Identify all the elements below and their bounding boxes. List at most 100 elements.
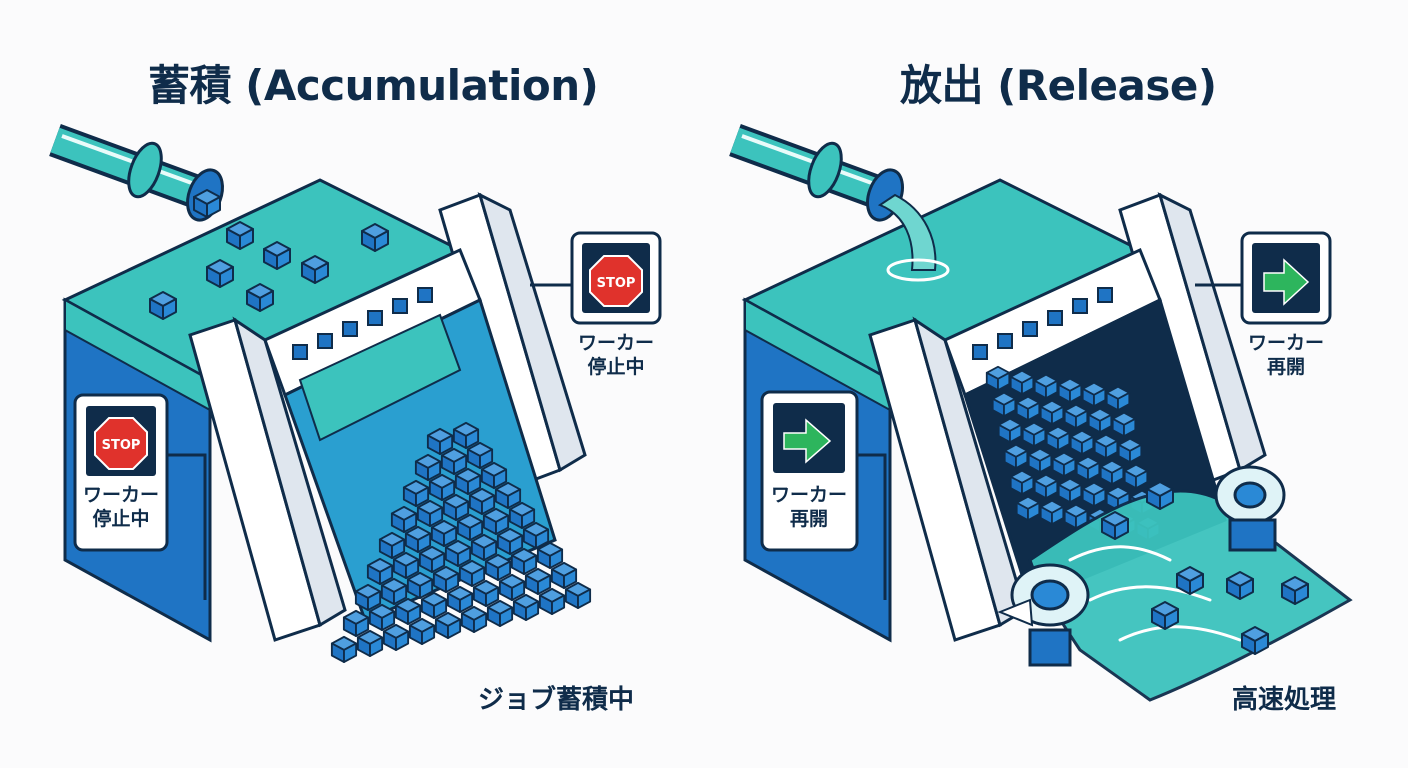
job-box-icon: [446, 585, 474, 613]
job-box-icon: [1151, 601, 1179, 630]
right-panel-art: [729, 124, 1353, 702]
job-box-icon: [536, 541, 564, 569]
job-box-icon: [1081, 481, 1107, 507]
job-box-icon: [997, 417, 1023, 443]
job-box-icon: [380, 577, 408, 605]
job-box-icon: [444, 539, 472, 567]
job-box-icon: [460, 605, 488, 633]
job-box-icon: [468, 487, 496, 515]
job-box-icon: [426, 427, 454, 455]
job-box-icon: [1045, 425, 1071, 451]
job-box-icon: [991, 391, 1017, 417]
left-panel-title: 蓄積 (Accumulation): [148, 61, 599, 110]
job-box-icon: [454, 467, 482, 495]
caption-line1: ワーカー: [1247, 332, 1324, 354]
job-box-icon: [1101, 511, 1129, 540]
stop-sign-text: STOP: [597, 276, 636, 291]
right-arrow-icon: [1263, 258, 1310, 306]
stop-sign-icon: [589, 255, 643, 307]
job-box-icon: [1105, 385, 1131, 411]
job-box-icon: [1069, 429, 1095, 455]
job-box-icon: [416, 499, 444, 527]
job-box-icon: [434, 611, 462, 639]
gate-windows: [972, 287, 1113, 360]
job-box-icon: [1051, 451, 1077, 477]
job-box-icon: [1123, 463, 1149, 489]
inflow-pipe: [49, 124, 224, 222]
job-box-icon: [1015, 395, 1041, 421]
job-box-icon: [1226, 571, 1254, 600]
job-box-icon: [1015, 495, 1041, 521]
job-box-icon: [1039, 399, 1065, 425]
right-status-label: 高速処理: [1232, 685, 1337, 715]
job-box-icon: [356, 629, 384, 657]
caption-line1: ワーカー: [577, 332, 654, 354]
job-box-icon: [418, 545, 446, 573]
job-box-icon: [354, 583, 382, 611]
job-box-icon: [484, 553, 512, 581]
job-box-icon: [432, 565, 460, 593]
gate-windows: [292, 287, 433, 360]
stop-sign-icon: [94, 417, 148, 470]
job-box-icon: [330, 635, 358, 663]
job-box-icon: [508, 501, 536, 529]
job-box-icon: [301, 255, 329, 284]
stop-sign-panel-left: STOP: [73, 393, 169, 552]
job-box-icon: [510, 547, 538, 575]
job-box-icon: [1081, 381, 1107, 407]
right-sign-right-caption: ワーカー 再開: [1230, 332, 1342, 380]
job-box-icon: [1087, 407, 1113, 433]
job-box-icon: [342, 609, 370, 637]
job-box-icon: [1075, 455, 1101, 481]
job-box-icon: [392, 551, 420, 579]
job-box-icon: [361, 223, 389, 252]
left-status-label: ジョブ蓄積中: [478, 685, 635, 715]
caption-line2: 停止中: [587, 355, 645, 378]
job-box-icon: [564, 581, 592, 609]
job-box-icon: [538, 587, 566, 615]
job-box-icon: [466, 441, 494, 469]
job-box-icon: [1063, 403, 1089, 429]
job-box-icon: [1111, 411, 1137, 437]
job-box-icon: [550, 561, 578, 589]
turbine-right: [1214, 465, 1286, 552]
job-box-icon: [524, 567, 552, 595]
job-box-icon: [498, 573, 526, 601]
job-box-icon: [430, 519, 458, 547]
job-box-icon: [1241, 626, 1269, 655]
job-box-icon: [246, 283, 274, 312]
job-box-icon: [408, 617, 436, 645]
job-box-icon: [1281, 576, 1309, 605]
job-box-icon: [522, 521, 550, 549]
right-arrow-icon: [783, 418, 832, 464]
job-box-icon: [486, 599, 514, 627]
job-box-icon: [394, 597, 422, 625]
job-box-icon: [1039, 499, 1065, 525]
job-box-icon: [1033, 373, 1059, 399]
job-box-icon: [452, 421, 480, 449]
job-box-icon: [1057, 377, 1083, 403]
caption-line2: 再開: [789, 507, 828, 530]
job-box-icon: [480, 461, 508, 489]
job-box-icon: [1057, 477, 1083, 503]
job-box-icon: [1027, 447, 1053, 473]
inflow-pipe: [729, 124, 904, 222]
job-box-icon: [1176, 566, 1204, 595]
turbine-left: [997, 563, 1090, 667]
job-box-icon: [382, 623, 410, 651]
job-box-icon: [1117, 437, 1143, 463]
caption-line1: ワーカー: [770, 484, 847, 506]
job-box-icon: [472, 579, 500, 607]
job-box-icon: [1009, 469, 1035, 495]
job-box-icon: [404, 525, 432, 553]
job-box-icon: [1033, 473, 1059, 499]
job-box-icon: [470, 533, 498, 561]
left-sign-left-caption: ワーカー 停止中: [66, 484, 176, 532]
job-box-icon: [420, 591, 448, 619]
job-box-icon: [458, 559, 486, 587]
job-box-icon: [1021, 421, 1047, 447]
job-box-icon: [1099, 459, 1125, 485]
left-sign-right-caption: ワーカー 停止中: [560, 332, 672, 380]
job-box-icon: [496, 527, 524, 555]
